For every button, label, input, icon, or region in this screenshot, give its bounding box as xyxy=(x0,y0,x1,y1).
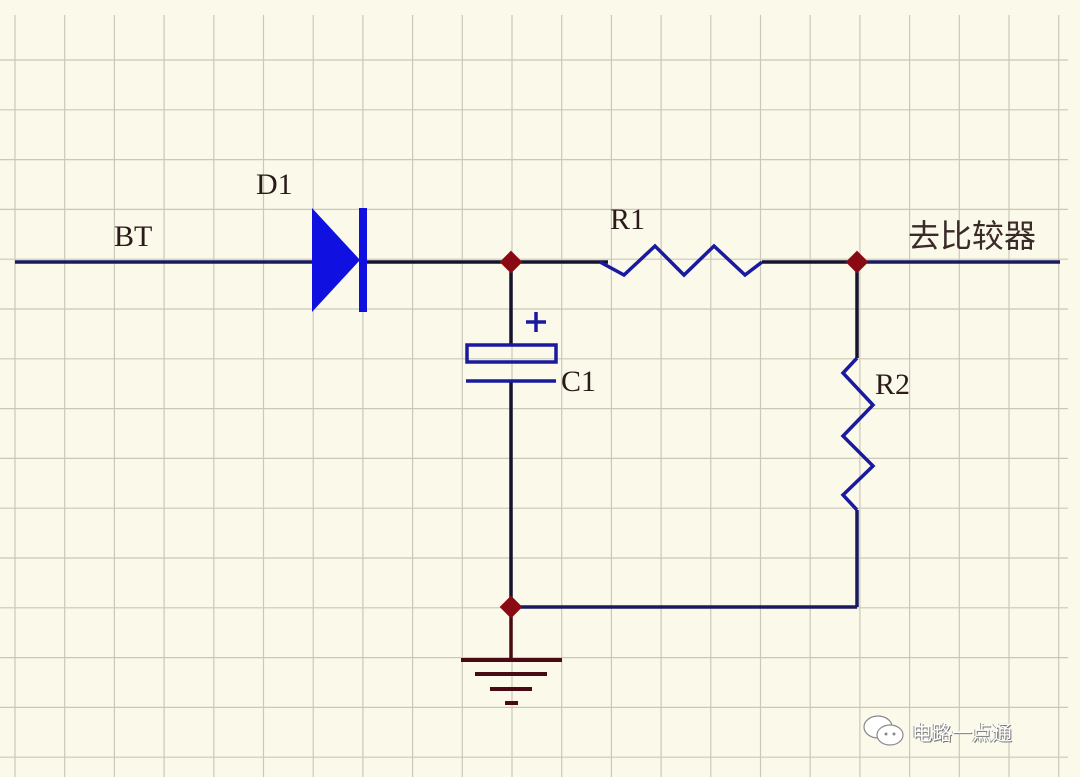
junction-dot xyxy=(499,595,523,619)
watermark: 电路一点通 xyxy=(862,713,1012,749)
junction-dot xyxy=(499,250,523,274)
label-r1: R1 xyxy=(610,203,646,236)
label-r2: R2 xyxy=(875,368,911,401)
resistor-r1 xyxy=(599,243,764,278)
label-output: 去比较器 xyxy=(908,217,1037,255)
wechat-icon xyxy=(863,715,904,746)
ground-icon xyxy=(461,658,562,705)
junction-dot xyxy=(845,250,869,274)
capacitor-positive-plate xyxy=(465,343,558,364)
capacitor-c1 xyxy=(465,312,558,383)
diode-cathode-bar xyxy=(359,208,367,312)
resistor-r2 xyxy=(840,356,876,512)
wires xyxy=(15,260,1060,660)
junctions xyxy=(499,250,869,619)
label-c1: C1 xyxy=(561,365,597,398)
grid xyxy=(0,15,1068,777)
diode-d1 xyxy=(312,208,367,312)
label-bt: BT xyxy=(114,220,153,253)
diode-triangle xyxy=(312,208,360,312)
label-d1: D1 xyxy=(256,168,293,201)
watermark-text: 电路一点通 xyxy=(912,720,1012,745)
